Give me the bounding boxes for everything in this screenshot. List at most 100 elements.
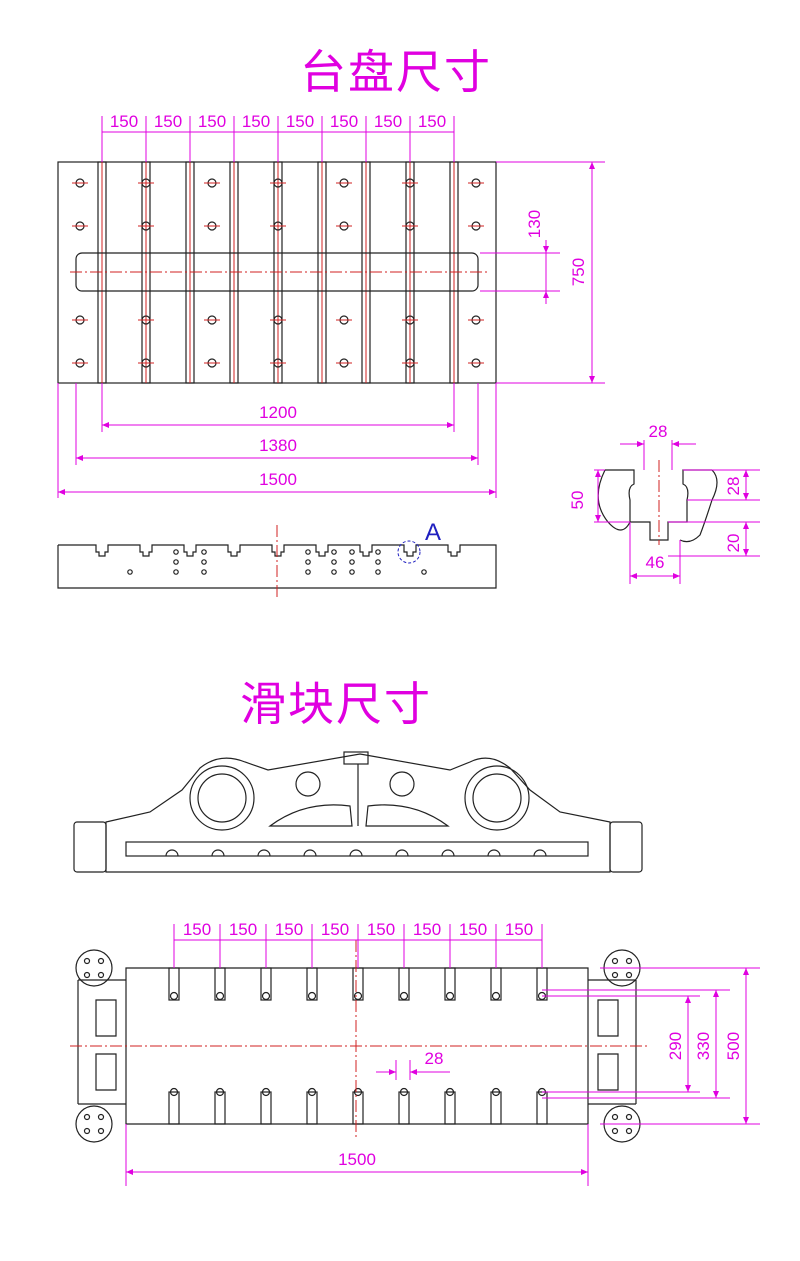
corner-hole-2-1 [625, 957, 633, 965]
slide-pitch-5: 150 [413, 920, 441, 939]
slide-front-view [73, 751, 643, 873]
detail-dim-28-right: 28 [724, 477, 743, 496]
table-pitch-3: 150 [242, 112, 270, 131]
slide-dim-500: 500 [724, 1032, 743, 1060]
corner-hole-1-1 [97, 1113, 105, 1121]
table-dim-1200: 1200 [259, 403, 297, 422]
side-hole-3 [173, 569, 179, 575]
slide-left-bearing-inner [197, 773, 247, 823]
slide-right-pad [609, 821, 643, 873]
slide-left-frame [77, 979, 126, 1105]
slide-slot-hole-top-3 [307, 991, 317, 1001]
corner-hole-2-3 [625, 971, 633, 979]
side-hole-12 [331, 569, 337, 575]
table-pitch-2: 150 [198, 112, 226, 131]
slide-dim-1500: 1500 [338, 1150, 376, 1169]
slide-slot-hole-top-6 [445, 991, 455, 1001]
slide-slot-dim: 28 [376, 1049, 450, 1080]
slide-slot-hole-bottom-1 [215, 1087, 225, 1097]
slide-dim-290: 290 [666, 1032, 685, 1060]
side-hole-19 [421, 569, 427, 575]
table-pitch-0: 150 [110, 112, 138, 131]
corner-hole-3-2 [611, 1127, 619, 1135]
slide-left-windows [95, 999, 117, 1091]
side-hole-16 [375, 549, 381, 555]
table-pitch-7: 150 [418, 112, 446, 131]
slide-width-dim: 1500 [125, 1124, 589, 1186]
table-side-holes [127, 549, 427, 575]
side-hole-14 [349, 559, 355, 565]
table-height-dims: 130 750 [480, 161, 605, 384]
slide-corner-holes [83, 957, 633, 1135]
slide-boss-8 [533, 849, 547, 857]
side-hole-1 [173, 549, 179, 555]
corner-hole-0-0 [83, 957, 91, 965]
side-hole-9 [305, 569, 311, 575]
slide-pitch-dims: 150 150 150 150 150 150 150 150 [173, 920, 543, 968]
slide-left-bore [295, 771, 321, 797]
corner-hole-3-1 [625, 1113, 633, 1121]
detail-dim-28-top: 28 [649, 422, 668, 441]
side-hole-4 [201, 549, 207, 555]
slide-right-frame [588, 979, 637, 1105]
detail-a-marker [397, 540, 421, 564]
slide-left-pad [73, 821, 107, 873]
side-hole-17 [375, 559, 381, 565]
detail-dim-20: 20 [724, 534, 743, 553]
slide-right-bearing-inner [472, 773, 522, 823]
slide-pitch-ticks [173, 924, 543, 968]
corner-hole-3-0 [611, 1113, 619, 1121]
slide-slot-bottom-8 [536, 1091, 548, 1125]
table-width-dims: 1200 1380 1500 [57, 383, 497, 498]
table-dim-130: 130 [525, 210, 544, 238]
slide-slot-hole-top-0 [169, 991, 179, 1001]
slide-slot-hole-top-7 [491, 991, 501, 1001]
slide-right-bore [389, 771, 415, 797]
table-title: 台盘尺寸 [300, 45, 492, 99]
slide-slot-bottom-6 [444, 1091, 456, 1125]
slide-slot-bottom-2 [260, 1091, 272, 1125]
slide-pitch-3: 150 [321, 920, 349, 939]
table-pitch-ticks [101, 116, 455, 162]
table-dim-750: 750 [569, 258, 588, 286]
slide-plan-view [70, 940, 650, 1143]
slide-slot-bottom-4 [352, 1091, 364, 1125]
slide-slot-hole-bottom-2 [261, 1087, 271, 1097]
table-dim-1380: 1380 [259, 436, 297, 455]
slide-dim-330: 330 [694, 1032, 713, 1060]
slide-slot-bottom-5 [398, 1091, 410, 1125]
slide-left-rib [268, 804, 353, 827]
side-hole-5 [201, 559, 207, 565]
corner-hole-0-1 [97, 957, 105, 965]
side-hole-6 [201, 569, 207, 575]
slide-slot-hole-top-2 [261, 991, 271, 1001]
slide-corner-tl [75, 949, 113, 987]
slide-boss-7 [487, 849, 501, 857]
detail-dim-50: 50 [568, 491, 587, 510]
corner-hole-3-3 [625, 1127, 633, 1135]
slide-slot-hole-bottom-5 [399, 1087, 409, 1097]
table-pitch-1: 150 [154, 112, 182, 131]
side-hole-2 [173, 559, 179, 565]
side-hole-8 [305, 559, 311, 565]
corner-hole-2-0 [611, 957, 619, 965]
slide-pitch-7: 150 [505, 920, 533, 939]
table-holes [72, 178, 484, 368]
slide-slot-bottom-7 [490, 1091, 502, 1125]
corner-hole-1-0 [83, 1113, 91, 1121]
table-side-view: A [57, 519, 497, 598]
slide-corner-bl [75, 1105, 113, 1143]
detail-a-label: A [425, 519, 441, 546]
table-pitch-5: 150 [330, 112, 358, 131]
slide-slot-bottom-1 [214, 1091, 226, 1125]
table-side-outline [57, 544, 497, 589]
slide-slot-hole-top-4 [353, 991, 363, 1001]
slide-boss-1 [211, 849, 225, 857]
slide-right-windows [597, 999, 619, 1091]
slide-title: 滑块尺寸 [240, 677, 432, 731]
side-hole-11 [331, 559, 337, 565]
table-pitch-6: 150 [374, 112, 402, 131]
slide-right-rib [365, 804, 450, 827]
t-slot-detail: 28 28 20 50 46 [568, 422, 760, 584]
